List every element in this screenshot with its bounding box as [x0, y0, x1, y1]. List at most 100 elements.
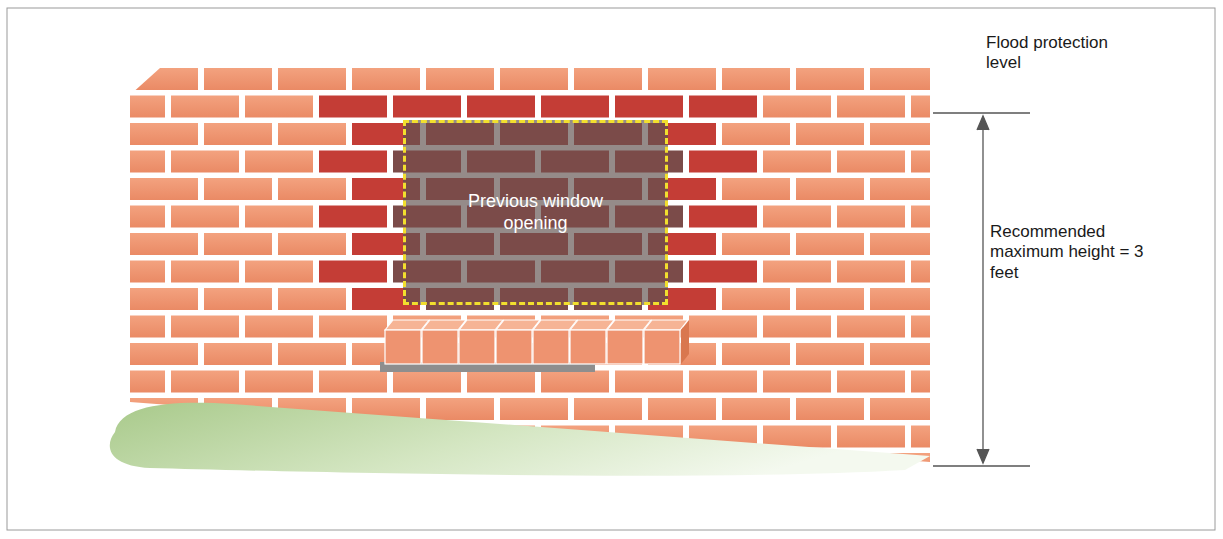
- brick: [204, 233, 272, 255]
- brick: [615, 151, 683, 173]
- brick: [796, 68, 864, 90]
- brick: [689, 316, 757, 338]
- infill-brick: [541, 151, 609, 173]
- infill-brick: [615, 261, 668, 283]
- brick: [500, 288, 568, 310]
- sill-brick: [496, 330, 532, 364]
- infill-brick: [615, 206, 668, 228]
- brick: [796, 233, 864, 255]
- brick: [426, 288, 494, 310]
- brick: [615, 206, 683, 228]
- brick: [722, 288, 790, 310]
- brick: [130, 233, 198, 255]
- brick: [837, 426, 905, 448]
- brick: [911, 426, 979, 448]
- infill-brick: [648, 178, 668, 200]
- brick: [467, 96, 535, 118]
- node-label: Previous window opening: [446, 191, 626, 234]
- brick: [911, 151, 979, 173]
- brick: [97, 206, 165, 228]
- brick: [796, 178, 864, 200]
- brick: [911, 206, 979, 228]
- brick: [500, 398, 568, 420]
- brick: [467, 261, 535, 283]
- brick: [689, 371, 757, 393]
- brick: [319, 261, 387, 283]
- infill-brick: [500, 233, 568, 255]
- brick: [352, 233, 420, 255]
- window-opening-outline: Previous window opening: [403, 120, 668, 305]
- brick: [426, 398, 494, 420]
- brick: [204, 288, 272, 310]
- brick: [97, 371, 165, 393]
- infill-brick: [648, 123, 668, 145]
- brick: [352, 68, 420, 90]
- brick: [763, 426, 831, 448]
- brick: [426, 123, 494, 145]
- sill-brick: [607, 330, 643, 364]
- brick: [171, 151, 239, 173]
- brick: [204, 178, 272, 200]
- brick: [689, 261, 757, 283]
- brick: [870, 398, 938, 420]
- brick: [130, 178, 198, 200]
- brick: [541, 151, 609, 173]
- brick: [278, 68, 346, 90]
- frame: [7, 8, 1215, 530]
- brick: [648, 178, 716, 200]
- brick: [837, 96, 905, 118]
- dimension-label: Recommended maximum height = 3 feet: [990, 222, 1150, 283]
- infill-brick: [574, 123, 642, 145]
- brick: [763, 261, 831, 283]
- brick: [722, 178, 790, 200]
- brick: [245, 96, 313, 118]
- brick: [722, 123, 790, 145]
- brick: [204, 68, 272, 90]
- ground: [110, 403, 930, 476]
- brick: [837, 206, 905, 228]
- brick: [722, 68, 790, 90]
- infill-brick: [574, 233, 642, 255]
- brick: [689, 206, 757, 228]
- brick: [426, 68, 494, 90]
- brick: [574, 123, 642, 145]
- brick: [796, 123, 864, 145]
- brick: [615, 96, 683, 118]
- brick: [541, 96, 609, 118]
- brick: [870, 178, 938, 200]
- brick: [648, 68, 716, 90]
- brick: [319, 96, 387, 118]
- window-sill: [380, 320, 689, 372]
- flood-level-label: Flood protection level: [986, 33, 1136, 74]
- brick: [689, 96, 757, 118]
- brick: [574, 398, 642, 420]
- brick: [837, 316, 905, 338]
- brick: [574, 233, 642, 255]
- brick: [870, 233, 938, 255]
- infill-brick: [467, 151, 535, 173]
- sill-brick-side: [681, 320, 689, 364]
- brick: [689, 151, 757, 173]
- node-text-group: Previous window opening: [446, 191, 626, 234]
- sill-brick-top: [496, 320, 540, 330]
- sill-brick: [644, 330, 680, 364]
- brick: [245, 206, 313, 228]
- brick: [171, 371, 239, 393]
- brick: [130, 288, 198, 310]
- brick: [837, 371, 905, 393]
- infill-brick: [403, 151, 461, 173]
- brick: [763, 206, 831, 228]
- brick-wall: [97, 68, 979, 475]
- brick: [796, 343, 864, 365]
- brick: [541, 261, 609, 283]
- brick: [130, 343, 198, 365]
- brick: [278, 233, 346, 255]
- brick: [796, 398, 864, 420]
- brick: [319, 206, 387, 228]
- brick: [171, 96, 239, 118]
- infill-brick: [541, 261, 609, 283]
- brick: [245, 371, 313, 393]
- brick: [615, 371, 683, 393]
